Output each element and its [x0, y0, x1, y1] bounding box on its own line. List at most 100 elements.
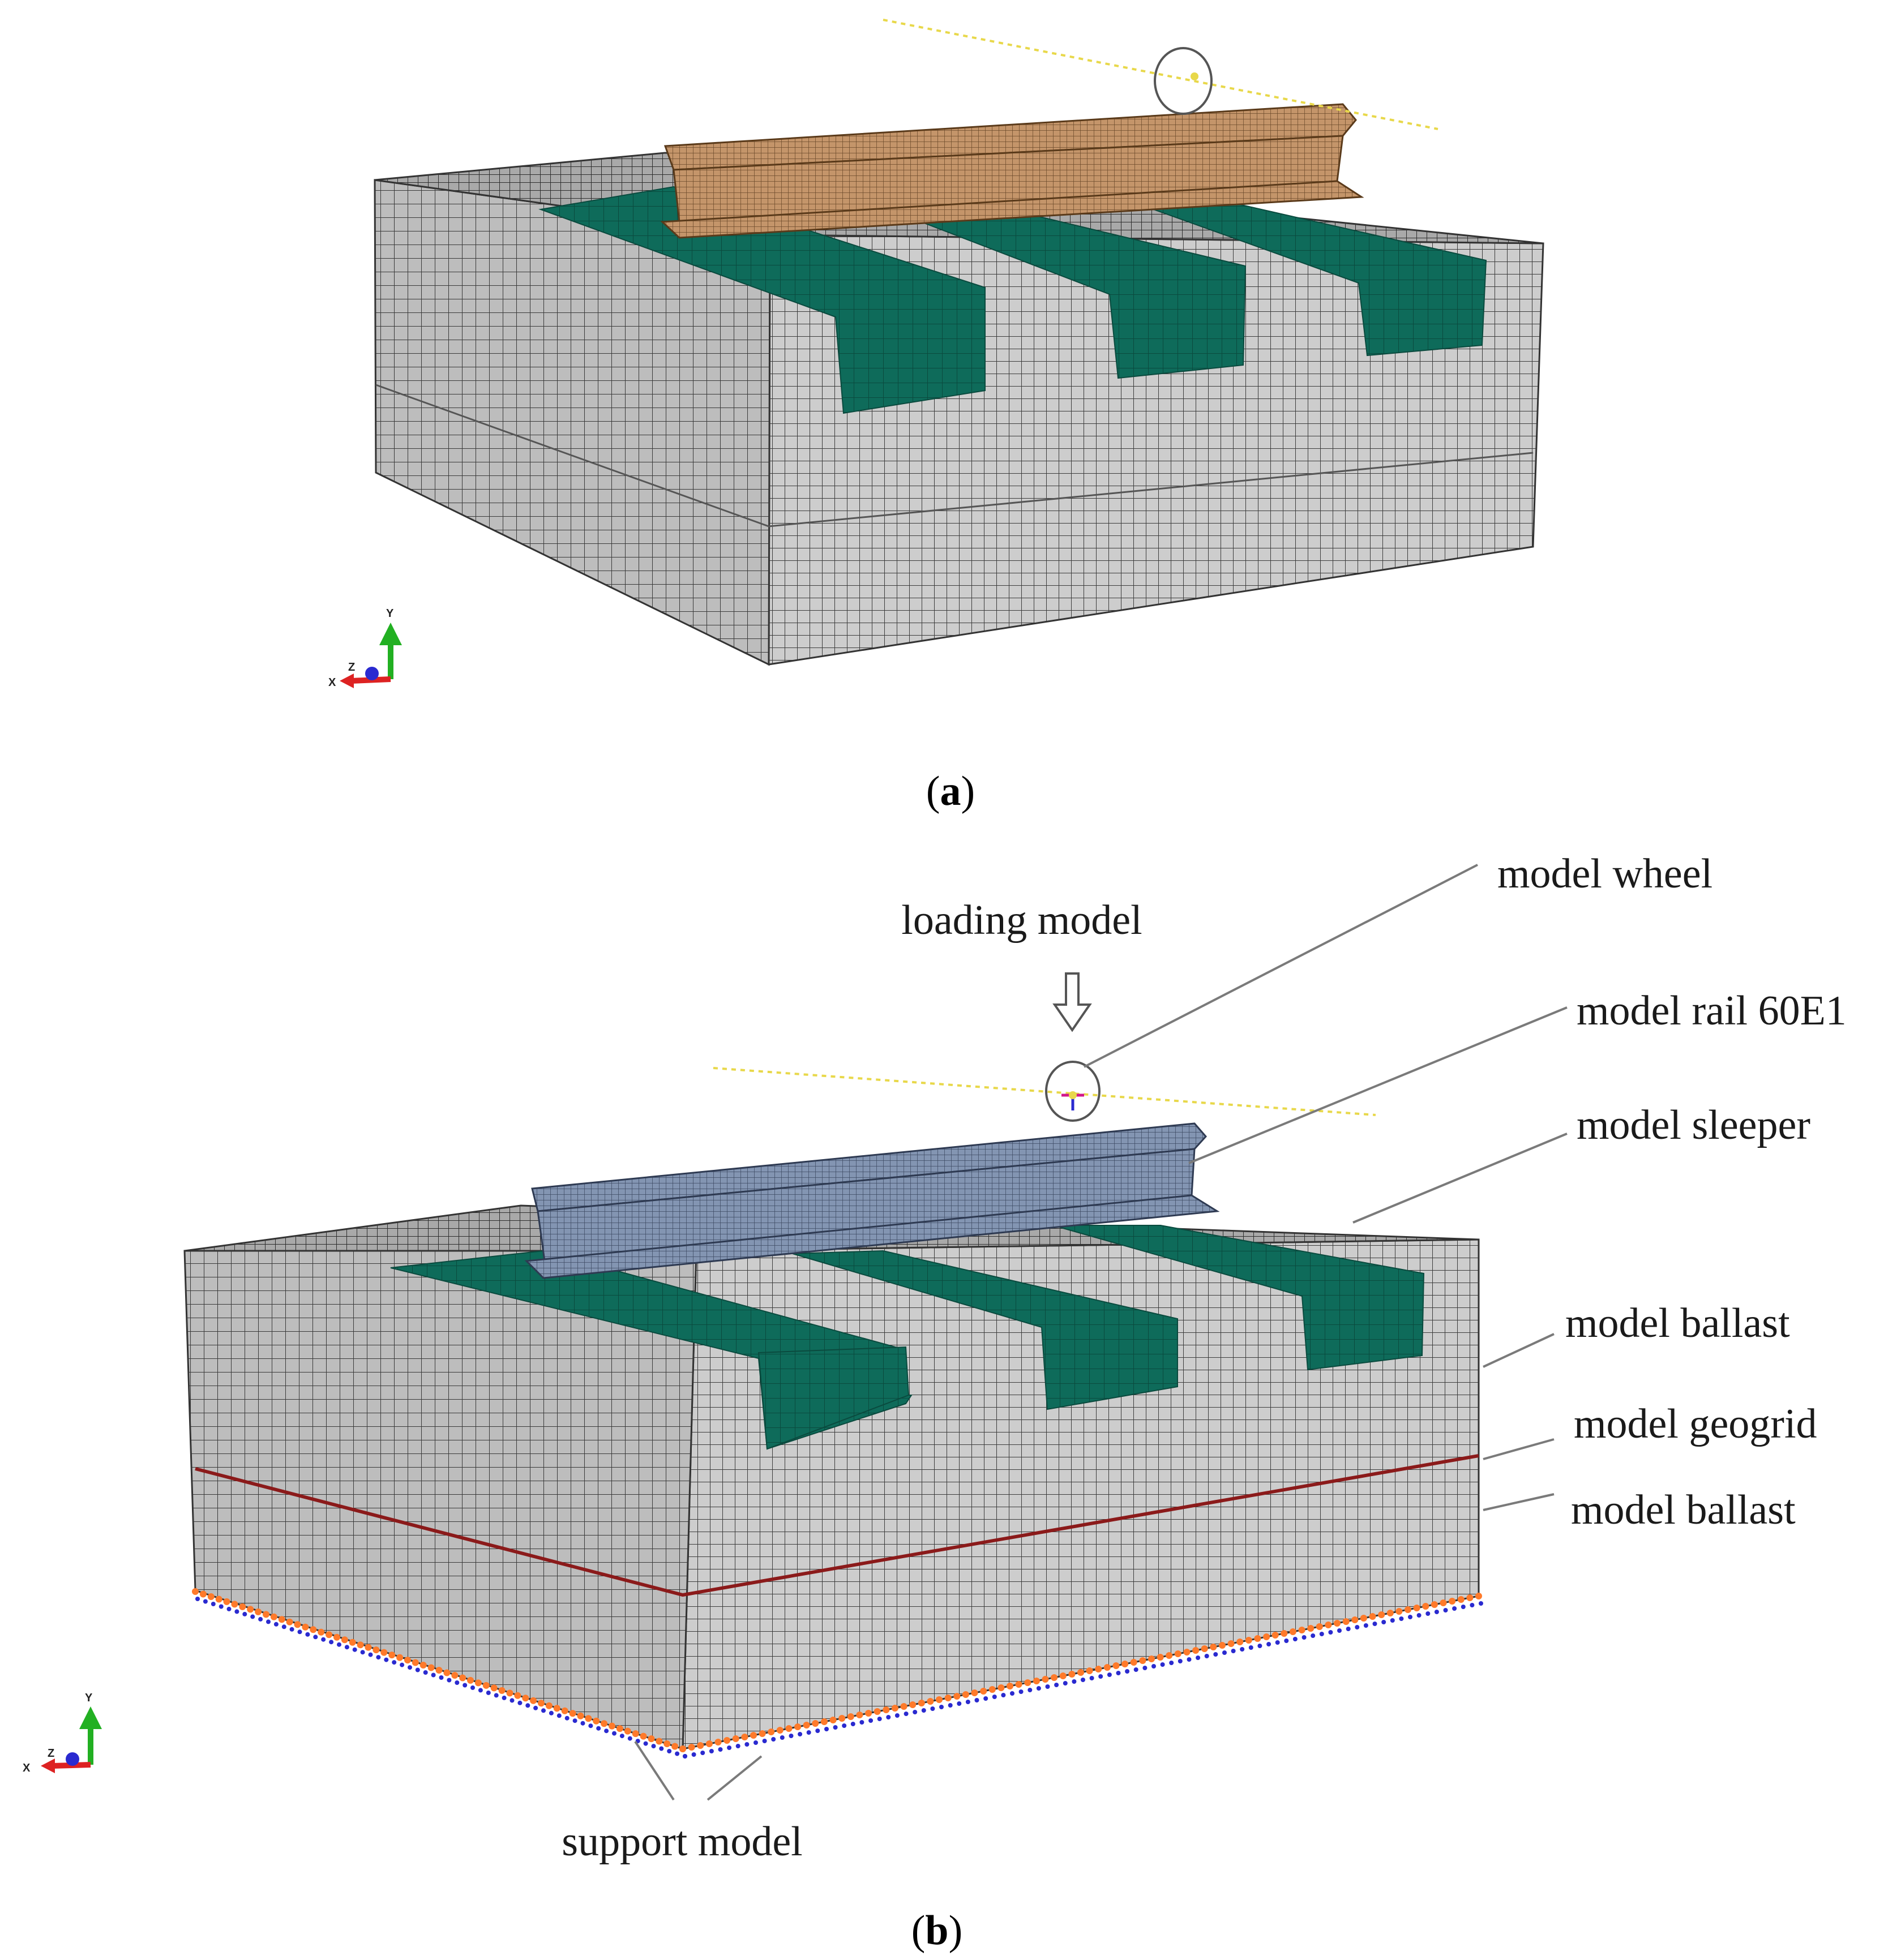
leader-wheel — [1084, 864, 1478, 1068]
support-node — [1440, 1599, 1447, 1606]
support-node-fixed — [1187, 1657, 1192, 1662]
support-node-fixed — [352, 1647, 357, 1652]
caption-b: (b) — [911, 1907, 962, 1954]
support-node-fixed — [226, 1606, 232, 1611]
support-node — [1112, 1662, 1120, 1669]
support-node — [732, 1735, 739, 1742]
support-node — [1121, 1661, 1129, 1667]
support-node-fixed — [258, 1616, 263, 1622]
support-node — [768, 1729, 775, 1735]
support-node-fixed — [948, 1703, 953, 1708]
support-node-fixed — [939, 1705, 944, 1709]
support-node-fixed — [1452, 1606, 1457, 1611]
leader-rail — [1188, 1006, 1568, 1164]
support-node-fixed — [675, 1751, 680, 1756]
support-node — [794, 1723, 802, 1730]
support-node-fixed — [806, 1730, 811, 1735]
support-node — [1015, 1681, 1022, 1688]
support-node-fixed — [930, 1706, 935, 1711]
support-node-fixed — [913, 1710, 918, 1714]
support-node-fixed — [1408, 1615, 1412, 1619]
support-node — [490, 1684, 498, 1692]
support-node — [1466, 1594, 1474, 1601]
support-node — [1236, 1639, 1244, 1645]
support-node-fixed — [659, 1746, 664, 1751]
support-node — [349, 1639, 356, 1646]
support-node-fixed — [305, 1632, 310, 1637]
support-node-fixed — [1204, 1654, 1209, 1658]
support-node-fixed — [815, 1729, 820, 1733]
label-model-ballast-upper: model ballast — [1565, 1300, 1790, 1346]
label-model-wheel: model wheel — [1497, 851, 1712, 897]
support-node — [918, 1700, 925, 1706]
support-node — [1007, 1683, 1013, 1689]
support-node-fixed — [1054, 1683, 1059, 1687]
sleeper-b-2 — [792, 1250, 1178, 1410]
support-node-fixed — [1142, 1666, 1148, 1670]
support-node — [616, 1725, 623, 1732]
support-node-fixed — [509, 1698, 515, 1703]
support-node — [1201, 1645, 1208, 1652]
support-node — [1422, 1603, 1429, 1610]
support-node-fixed — [1133, 1667, 1138, 1672]
support-node — [776, 1727, 783, 1734]
wheel-reference-marker-b — [1061, 1091, 1084, 1110]
support-node — [988, 1686, 996, 1693]
support-node — [1386, 1610, 1394, 1616]
label-loading-model: loading model — [901, 897, 1142, 943]
support-node — [506, 1689, 513, 1697]
support-node — [1263, 1633, 1270, 1640]
support-node-fixed — [619, 1734, 624, 1739]
support-node — [1174, 1650, 1181, 1657]
support-node-fixed — [588, 1723, 593, 1729]
support-node-fixed — [376, 1655, 381, 1660]
support-node — [624, 1727, 631, 1735]
support-node — [1378, 1611, 1385, 1618]
support-node — [1413, 1605, 1420, 1611]
support-node-fixed — [1416, 1613, 1422, 1618]
support-node — [294, 1621, 301, 1628]
support-node-fixed — [833, 1725, 838, 1730]
support-node — [443, 1669, 451, 1676]
support-node-fixed — [1160, 1662, 1165, 1667]
support-node — [467, 1676, 474, 1684]
support-node-fixed — [439, 1675, 444, 1680]
support-node-fixed — [877, 1717, 882, 1721]
support-node-fixed — [344, 1645, 349, 1650]
support-node-fixed — [1266, 1642, 1271, 1646]
support-node-fixed — [234, 1609, 239, 1614]
support-node-fixed — [525, 1703, 530, 1708]
support-node — [561, 1707, 568, 1714]
axis-y-label-b: Y — [85, 1692, 93, 1704]
support-node-fixed — [1151, 1664, 1156, 1669]
support-node — [812, 1720, 819, 1727]
support-node — [522, 1695, 529, 1702]
leader-support-right — [707, 1755, 763, 1801]
support-node — [593, 1717, 600, 1725]
support-node — [1405, 1606, 1411, 1613]
support-node — [856, 1712, 863, 1718]
support-node — [1130, 1659, 1137, 1666]
support-node — [883, 1706, 890, 1713]
axis-y-label-a: Y — [386, 607, 394, 620]
support-node-fixed — [423, 1670, 428, 1675]
support-node — [223, 1598, 230, 1605]
ballast-block-left-b — [183, 1250, 697, 1751]
support-node-fixed — [842, 1723, 847, 1728]
support-node-fixed — [329, 1640, 334, 1645]
support-node — [803, 1722, 810, 1729]
support-node — [427, 1664, 435, 1671]
support-node — [601, 1720, 608, 1727]
support-node-fixed — [868, 1718, 874, 1723]
support-node — [750, 1732, 757, 1739]
support-node-fixed — [502, 1695, 507, 1700]
support-node-fixed — [455, 1680, 460, 1685]
support-node — [207, 1593, 215, 1600]
support-node-fixed — [321, 1637, 326, 1642]
sleeper-a-1 — [538, 186, 986, 414]
support-node-fixed — [1001, 1693, 1006, 1697]
support-node-fixed — [762, 1739, 767, 1743]
support-node-fixed — [1461, 1605, 1466, 1609]
support-node-fixed — [1337, 1628, 1342, 1633]
